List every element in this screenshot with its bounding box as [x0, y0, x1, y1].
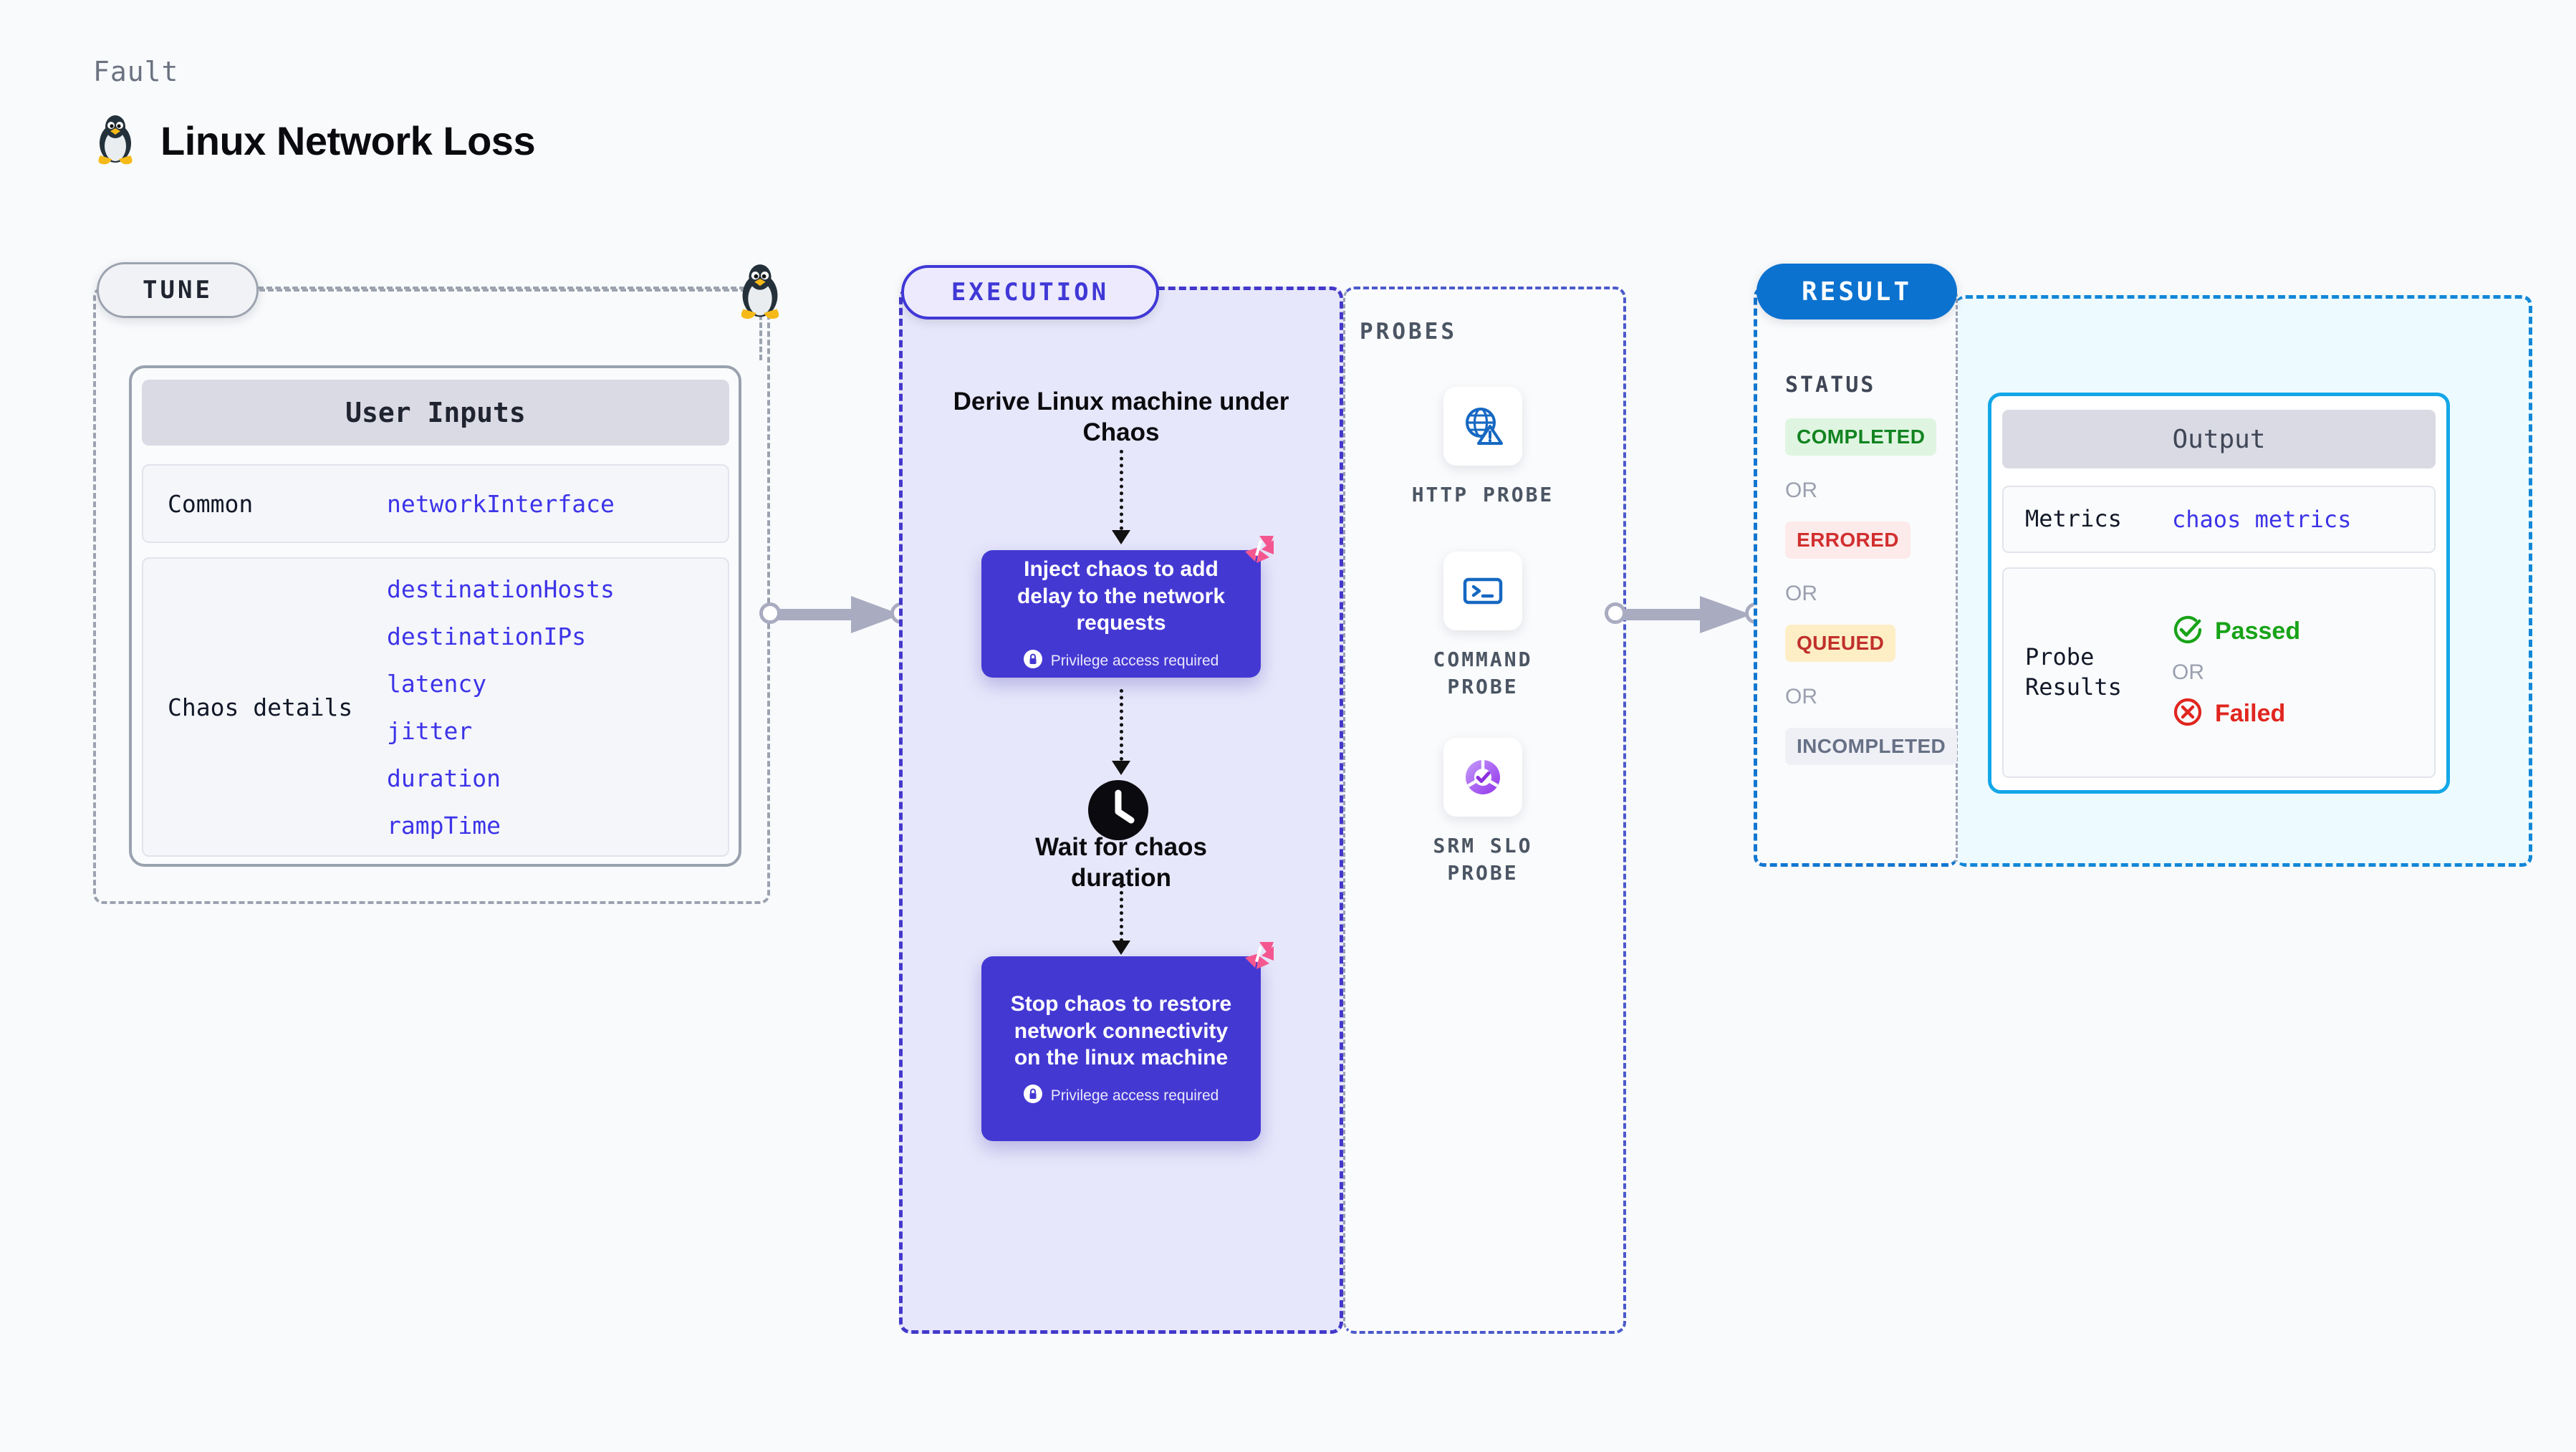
privilege-row: Privilege access required [1023, 650, 1219, 672]
terminal-icon [1443, 552, 1522, 630]
lock-icon [1023, 1085, 1042, 1107]
flow-arrowhead [1112, 941, 1130, 955]
user-input-values: destinationHosts destinationIPs latency … [387, 575, 615, 840]
probe-item-command[interactable]: COMMAND PROBE [1393, 552, 1572, 701]
harness-logo-icon [1238, 532, 1278, 575]
status-or-label: OR [1785, 479, 1817, 502]
harness-logo-icon [1238, 938, 1278, 981]
globe-warning-icon [1443, 387, 1522, 466]
flow-connector-dotted [1120, 689, 1123, 761]
lock-icon [1023, 650, 1042, 672]
user-input-value[interactable]: destinationIPs [387, 622, 587, 650]
execution-pill[interactable]: EXECUTION [901, 265, 1159, 319]
privilege-text: Privilege access required [1050, 652, 1219, 669]
probe-result-failed: Failed [2172, 696, 2300, 731]
probe-caption: SRM SLO PROBE [1433, 834, 1533, 885]
connector-endpoint-dot [1605, 602, 1626, 624]
status-badge-errored: ERRORED [1785, 521, 1911, 559]
user-input-row-chaos-details: Chaos details destinationHosts destinati… [142, 557, 729, 857]
user-input-value[interactable]: jitter [387, 716, 473, 745]
probe-result-passed: Passed [2172, 614, 2300, 649]
x-circle-icon [2172, 696, 2203, 731]
output-row-label: Metrics [2025, 505, 2122, 533]
user-input-value[interactable]: duration [387, 764, 501, 792]
page-title: Linux Network Loss [160, 117, 536, 163]
flow-connector-dotted [1120, 450, 1123, 530]
user-input-value[interactable]: destinationHosts [387, 574, 615, 603]
arrow-tune-to-execution [772, 593, 908, 640]
tune-connector-vertical [759, 290, 762, 360]
tune-connector-line [259, 289, 746, 292]
user-input-value[interactable]: networkInterface [387, 489, 615, 518]
probe-result-pass-label: Passed [2215, 617, 2301, 645]
tune-pill[interactable]: TUNE [97, 262, 259, 318]
user-input-value[interactable]: rampTime [387, 811, 501, 840]
user-input-row-label: Chaos details [168, 693, 353, 721]
user-input-row-common: Common networkInterface [142, 464, 729, 543]
probe-item-srm-slo[interactable]: SRM SLO PROBE [1393, 738, 1572, 887]
status-badge-completed: COMPLETED [1785, 418, 1937, 456]
user-inputs-title: User Inputs [142, 380, 729, 446]
page-eyebrow: Fault [93, 56, 179, 87]
status-label: STATUS [1785, 372, 1876, 398]
user-input-row-label: Common [168, 489, 254, 518]
arrow-probes-to-result [1615, 593, 1759, 640]
privilege-row: Privilege access required [1023, 1085, 1219, 1107]
tune-linux-penguin-icon [735, 264, 785, 324]
linux-penguin-icon [93, 115, 138, 166]
slo-donut-check-icon [1443, 738, 1522, 817]
flow-arrowhead [1112, 761, 1130, 775]
output-card-title: Output [2002, 410, 2436, 468]
status-badge-queued: QUEUED [1785, 625, 1896, 662]
connector-endpoint-dot [759, 602, 781, 624]
status-badge-incompleted: INCOMPLETED [1785, 728, 1958, 765]
status-or-label: OR [1785, 685, 1817, 708]
probe-caption: HTTP PROBE [1411, 483, 1554, 506]
chaos-node-text: Inject chaos to add delay to the network… [1017, 557, 1226, 635]
chaos-node-text: Stop chaos to restore network connectivi… [1010, 991, 1232, 1070]
execution-node-inject-chaos[interactable]: Inject chaos to add delay to the network… [981, 536, 1274, 678]
result-pill[interactable]: RESULT [1756, 264, 1957, 319]
result-status-column [1754, 287, 1958, 867]
output-row-value[interactable]: chaos metrics [2172, 506, 2352, 533]
execution-node-stop-chaos[interactable]: Stop chaos to restore network connectivi… [981, 942, 1274, 1141]
status-or-label: OR [1785, 582, 1817, 605]
probes-label: PROBES [1360, 319, 1457, 345]
probe-item-http[interactable]: HTTP PROBE [1393, 387, 1572, 509]
probe-result-fail-label: Failed [2215, 700, 2286, 727]
flow-connector-dotted [1120, 878, 1123, 942]
page-title-row: Linux Network Loss [93, 115, 536, 166]
probe-caption: COMMAND PROBE [1433, 648, 1533, 698]
user-input-values: networkInterface [387, 490, 615, 518]
probe-result-or-label: OR [2172, 660, 2204, 684]
user-input-value[interactable]: latency [387, 669, 487, 698]
tune-column [93, 287, 770, 904]
output-row-metrics: Metrics chaos metrics [2002, 486, 2436, 553]
flow-arrowhead [1112, 530, 1130, 544]
execution-node-derive: Derive Linux machine under Chaos [953, 388, 1289, 446]
check-circle-icon [2172, 614, 2203, 649]
probe-results-stack: Passed OR Failed [2172, 614, 2300, 731]
privilege-text: Privilege access required [1050, 1087, 1219, 1104]
clock-icon [1085, 777, 1151, 847]
